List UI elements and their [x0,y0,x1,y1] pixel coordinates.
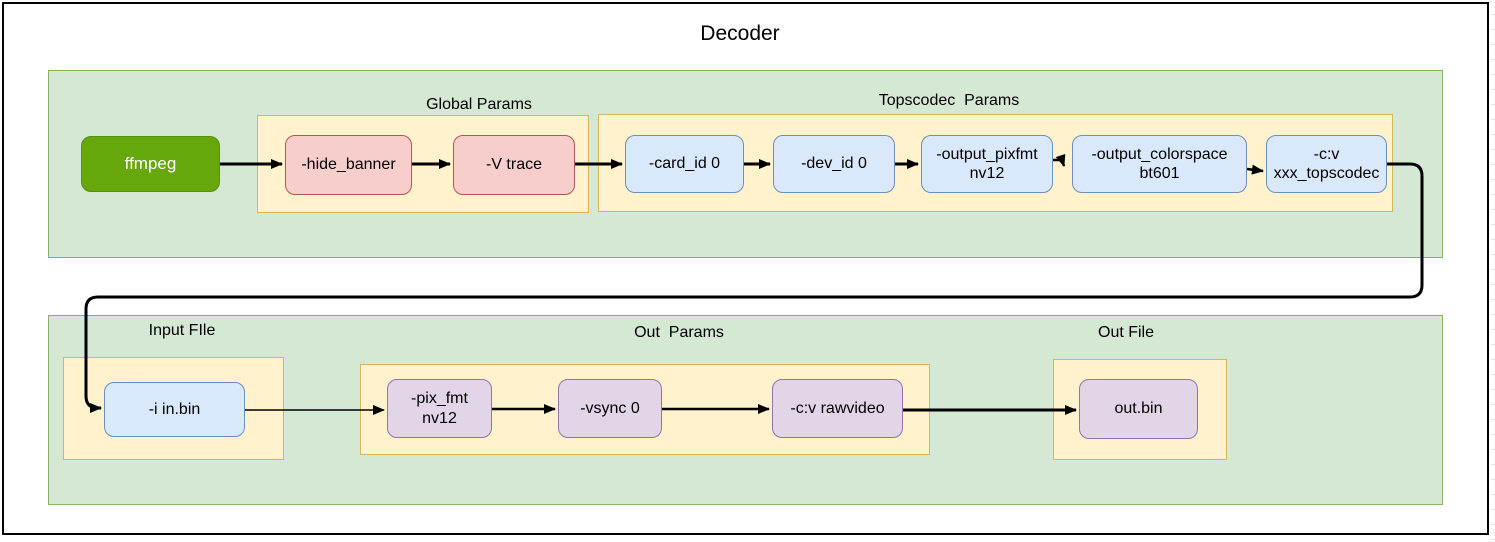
diagram-title: Decoder [700,22,780,45]
node-pix-fmt[interactable]: -pix_fmt nv12 [387,379,492,438]
group-topscodec-params-label: Topscodec Params [878,92,1020,109]
group-out-file-label: Out File [1097,324,1155,341]
group-out-params-label: Out Params [634,324,724,341]
group-input-file-label: Input FIle [148,322,216,339]
node-cv-rawvideo[interactable]: -c:v rawvideo [772,379,903,438]
node-dev-id[interactable]: -dev_id 0 [773,135,895,193]
node-cv-topscodec[interactable]: -c:v xxx_topscodec [1266,135,1387,193]
node-out-bin[interactable]: out.bin [1079,379,1198,439]
node-hide-banner[interactable]: -hide_banner [285,135,412,195]
node-card-id[interactable]: -card_id 0 [625,135,744,193]
node-v-trace[interactable]: -V trace [453,135,575,195]
node-output-pixfmt[interactable]: -output_pixfmt nv12 [921,135,1053,193]
node-ffmpeg[interactable]: ffmpeg [81,136,220,192]
group-global-params-label: Global Params [426,96,532,113]
node-vsync[interactable]: -vsync 0 [558,379,662,438]
canvas-grid-strip [1491,0,1495,542]
node-output-colorspace[interactable]: -output_colorspace bt601 [1072,135,1247,193]
node-i-in-bin[interactable]: -i in.bin [104,382,245,437]
